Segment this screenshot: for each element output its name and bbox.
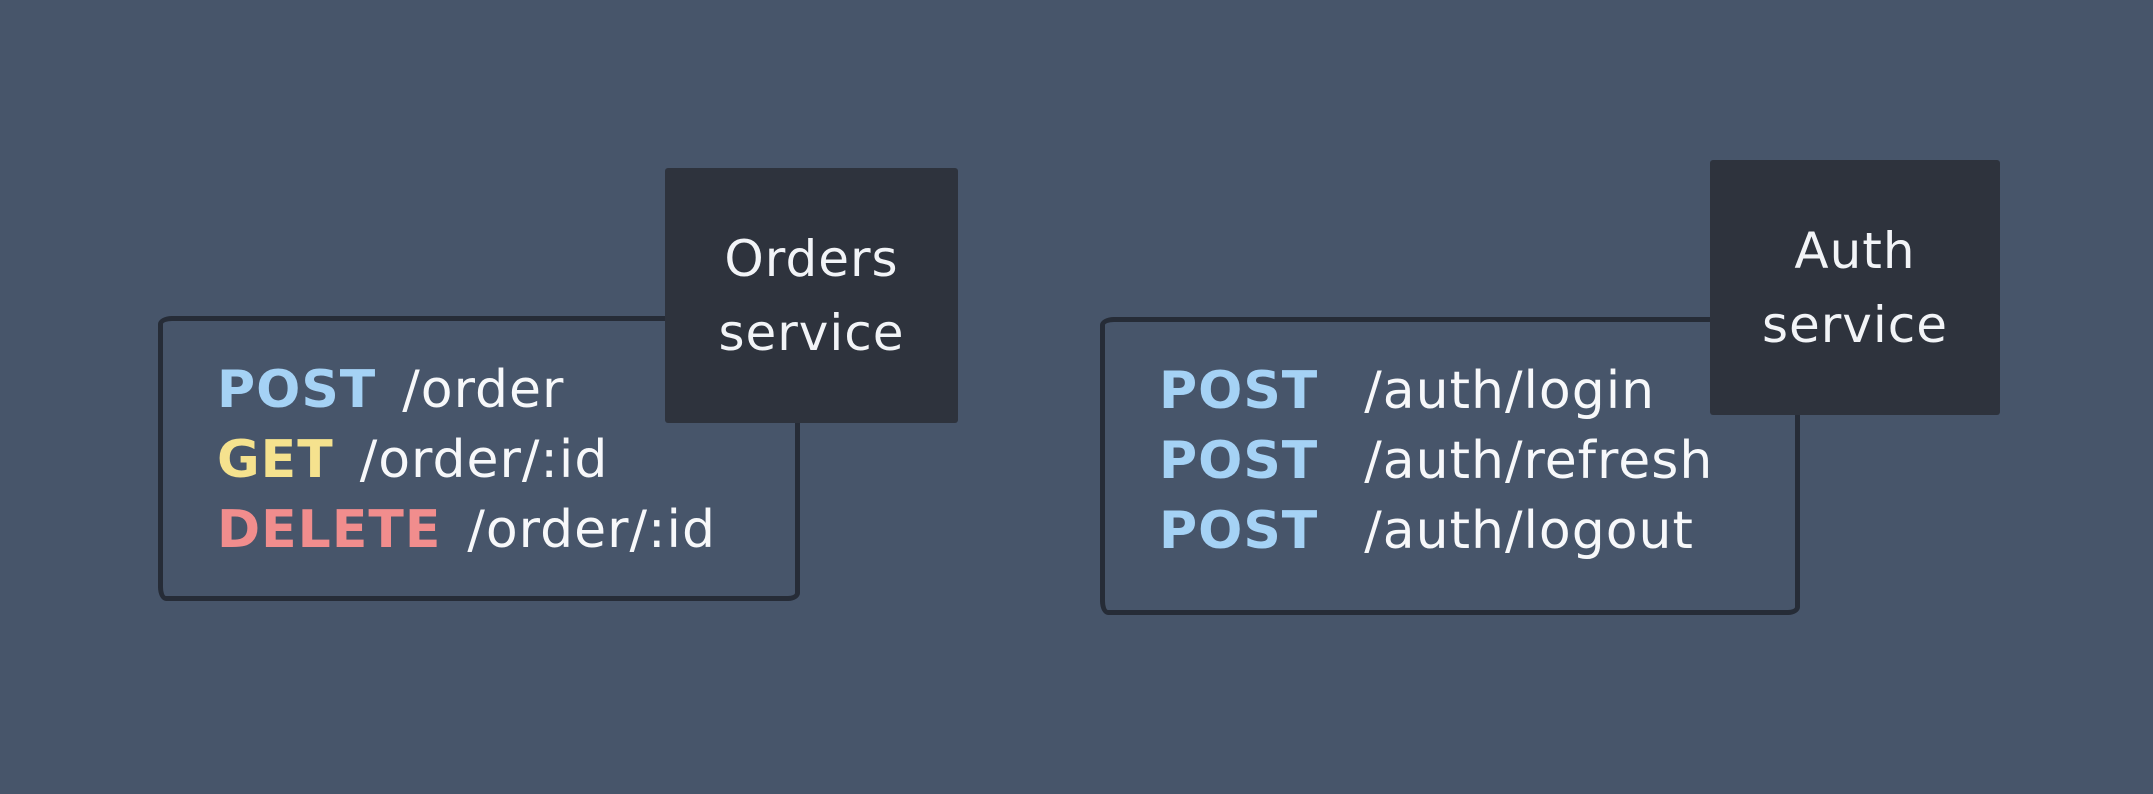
endpoint-row: POST /auth/refresh — [1159, 426, 1795, 496]
endpoint-path: /order/:id — [467, 500, 717, 560]
endpoint-path: /order/:id — [359, 430, 609, 490]
http-method-badge: POST — [217, 360, 377, 420]
http-method-badge: DELETE — [217, 500, 442, 560]
orders-service-box: POST /order GET /order/:id DELETE /order… — [158, 316, 800, 601]
service-label-line: Orders — [724, 229, 899, 288]
auth-service-box: POST /auth/login POST /auth/refresh POST… — [1100, 317, 1800, 615]
endpoint-path: /auth/refresh — [1364, 431, 1714, 491]
http-method-badge: POST — [1159, 501, 1319, 561]
endpoint-path: /auth/login — [1364, 361, 1656, 421]
http-method-badge: POST — [1159, 431, 1319, 491]
endpoint-path: /order — [402, 360, 565, 420]
endpoint-row: POST /order — [217, 355, 795, 425]
service-label-line: service — [1761, 295, 1949, 354]
service-label-line: Auth — [1794, 221, 1916, 280]
endpoint-path: /auth/logout — [1364, 501, 1694, 561]
endpoint-row: DELETE /order/:id — [217, 495, 795, 565]
auth-service-label: Auth service — [1710, 160, 2000, 415]
orders-service-label: Orders service — [665, 168, 958, 423]
auth-endpoint-list: POST /auth/login POST /auth/refresh POST… — [1105, 322, 1795, 610]
http-method-badge: GET — [217, 430, 334, 490]
endpoint-row: POST /auth/login — [1159, 356, 1795, 426]
orders-endpoint-list: POST /order GET /order/:id DELETE /order… — [163, 321, 795, 596]
endpoint-row: GET /order/:id — [217, 425, 795, 495]
http-method-badge: POST — [1159, 361, 1319, 421]
endpoint-row: POST /auth/logout — [1159, 496, 1795, 566]
service-label-line: service — [718, 303, 905, 362]
